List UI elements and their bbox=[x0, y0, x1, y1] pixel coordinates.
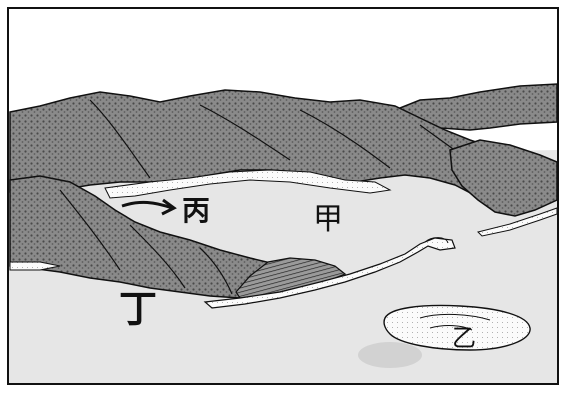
left-ridge-line-2 bbox=[129, 224, 186, 289]
ridge-line-2 bbox=[299, 109, 391, 169]
label-bing: 丙 bbox=[182, 194, 211, 227]
sand-island bbox=[383, 304, 531, 351]
ridge-line-3 bbox=[89, 99, 151, 179]
back-beach bbox=[104, 169, 392, 199]
water-smudge bbox=[358, 342, 422, 368]
island-line bbox=[419, 313, 491, 321]
sand-spit bbox=[203, 237, 456, 309]
spit-hook bbox=[424, 237, 449, 244]
left-beach-strip bbox=[9, 261, 61, 271]
right-hills bbox=[449, 139, 558, 217]
arrow-head bbox=[161, 198, 177, 216]
label-yi: 乙 bbox=[452, 324, 476, 352]
left-ridge-line-3 bbox=[199, 247, 233, 295]
label-ding: 丁 bbox=[119, 287, 158, 331]
right-spit bbox=[477, 207, 558, 237]
island-line-2 bbox=[429, 325, 473, 331]
arrow-line bbox=[121, 200, 173, 210]
left-ridge-line-1 bbox=[59, 189, 121, 271]
label-jia: 甲 bbox=[313, 202, 343, 237]
ridge-line-1 bbox=[199, 104, 291, 161]
